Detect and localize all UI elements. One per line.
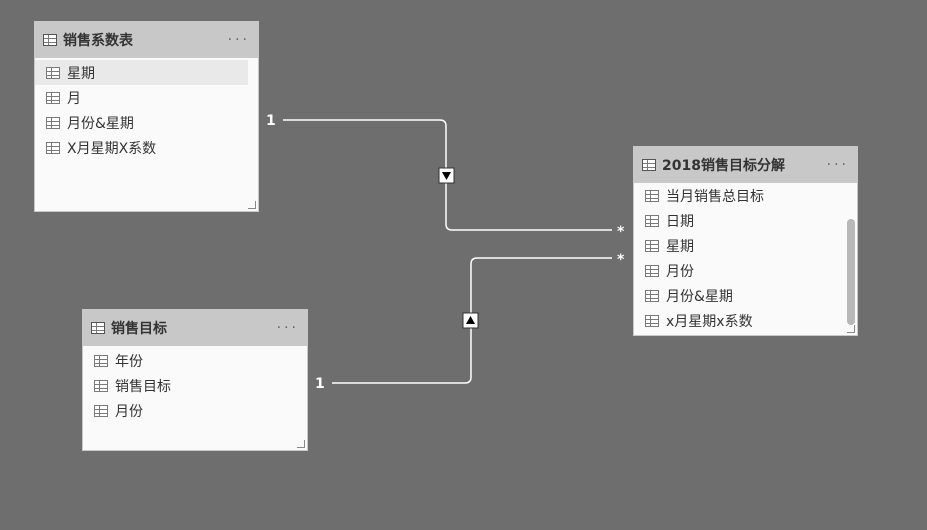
table-column-icon: [645, 264, 659, 277]
field-label: x月星期x系数: [666, 313, 753, 330]
cardinality-one-label: 1: [315, 376, 325, 392]
table-column-icon: [645, 239, 659, 252]
cardinality-many-label: *: [617, 224, 625, 240]
direction-arrow-down-icon: [442, 172, 451, 180]
table-column-icon: [645, 214, 659, 227]
field-label: 星期: [666, 238, 694, 255]
field-item[interactable]: 月份: [634, 258, 857, 283]
field-label: 月份&星期: [666, 288, 733, 305]
relationship-2[interactable]: 1 *: [315, 252, 625, 392]
table-card-2018-target-breakdown[interactable]: 2018销售目标分解 ··· 当月销售总目标 日期 星期 月份 月份&星期 x月…: [633, 146, 858, 336]
field-label: 当月销售总目标: [666, 188, 764, 205]
vertical-scrollbar[interactable]: [847, 219, 855, 325]
field-item[interactable]: 月份&星期: [634, 283, 857, 308]
table-column-icon: [46, 141, 60, 154]
field-item[interactable]: 年份: [83, 348, 307, 373]
table-column-icon: [94, 354, 108, 367]
table-title: 2018销售目标分解: [662, 158, 785, 174]
field-item[interactable]: 星期: [634, 233, 857, 258]
table-card-header[interactable]: 2018销售目标分解 ···: [634, 147, 857, 183]
table-column-icon: [645, 314, 659, 327]
table-column-icon: [46, 66, 60, 79]
field-item[interactable]: 月份: [83, 398, 307, 423]
table-icon: [43, 34, 57, 46]
table-card-header[interactable]: 销售系数表 ···: [35, 22, 258, 58]
table-column-icon: [46, 116, 60, 129]
field-label: 月份: [115, 403, 143, 420]
relationship-1[interactable]: 1 *: [266, 113, 625, 240]
field-item[interactable]: X月星期X系数: [35, 135, 258, 160]
table-card-header[interactable]: 销售目标 ···: [83, 310, 307, 346]
field-label: 销售目标: [115, 378, 171, 395]
field-item[interactable]: 销售目标: [83, 373, 307, 398]
field-label: 月份&星期: [67, 115, 134, 132]
more-options-button[interactable]: ···: [227, 32, 250, 48]
field-item[interactable]: x月星期x系数: [634, 308, 857, 333]
table-icon: [91, 322, 105, 334]
table-card-sales-coefficient[interactable]: 销售系数表 ··· 星期 月 月份&星期 X月星期X系数: [34, 21, 259, 212]
cardinality-one-label: 1: [266, 113, 276, 129]
table-column-icon: [94, 404, 108, 417]
table-column-icon: [46, 91, 60, 104]
table-column-icon: [94, 379, 108, 392]
resize-handle-icon[interactable]: [248, 201, 256, 209]
field-label: 年份: [115, 353, 143, 370]
field-item[interactable]: 日期: [634, 208, 857, 233]
field-item[interactable]: 月: [35, 85, 258, 110]
field-label: 月: [67, 90, 81, 107]
table-title: 销售目标: [111, 321, 167, 337]
more-options-button[interactable]: ···: [276, 320, 299, 336]
table-column-icon: [645, 189, 659, 202]
resize-handle-icon[interactable]: [297, 440, 305, 448]
table-icon: [642, 159, 656, 171]
field-item[interactable]: 月份&星期: [35, 110, 258, 135]
table-card-sales-target[interactable]: 销售目标 ··· 年份 销售目标 月份: [82, 309, 308, 451]
table-title: 销售系数表: [63, 33, 133, 49]
field-item[interactable]: 当月销售总目标: [634, 183, 857, 208]
field-label: 日期: [666, 213, 694, 230]
table-column-icon: [645, 289, 659, 302]
cardinality-many-label: *: [617, 252, 625, 268]
field-label: X月星期X系数: [67, 140, 157, 157]
field-label: 月份: [666, 263, 694, 280]
more-options-button[interactable]: ···: [826, 157, 849, 173]
resize-handle-icon[interactable]: [847, 325, 855, 333]
field-label: 星期: [67, 65, 95, 82]
direction-arrow-up-icon: [466, 316, 475, 324]
field-item[interactable]: 星期: [35, 60, 248, 85]
